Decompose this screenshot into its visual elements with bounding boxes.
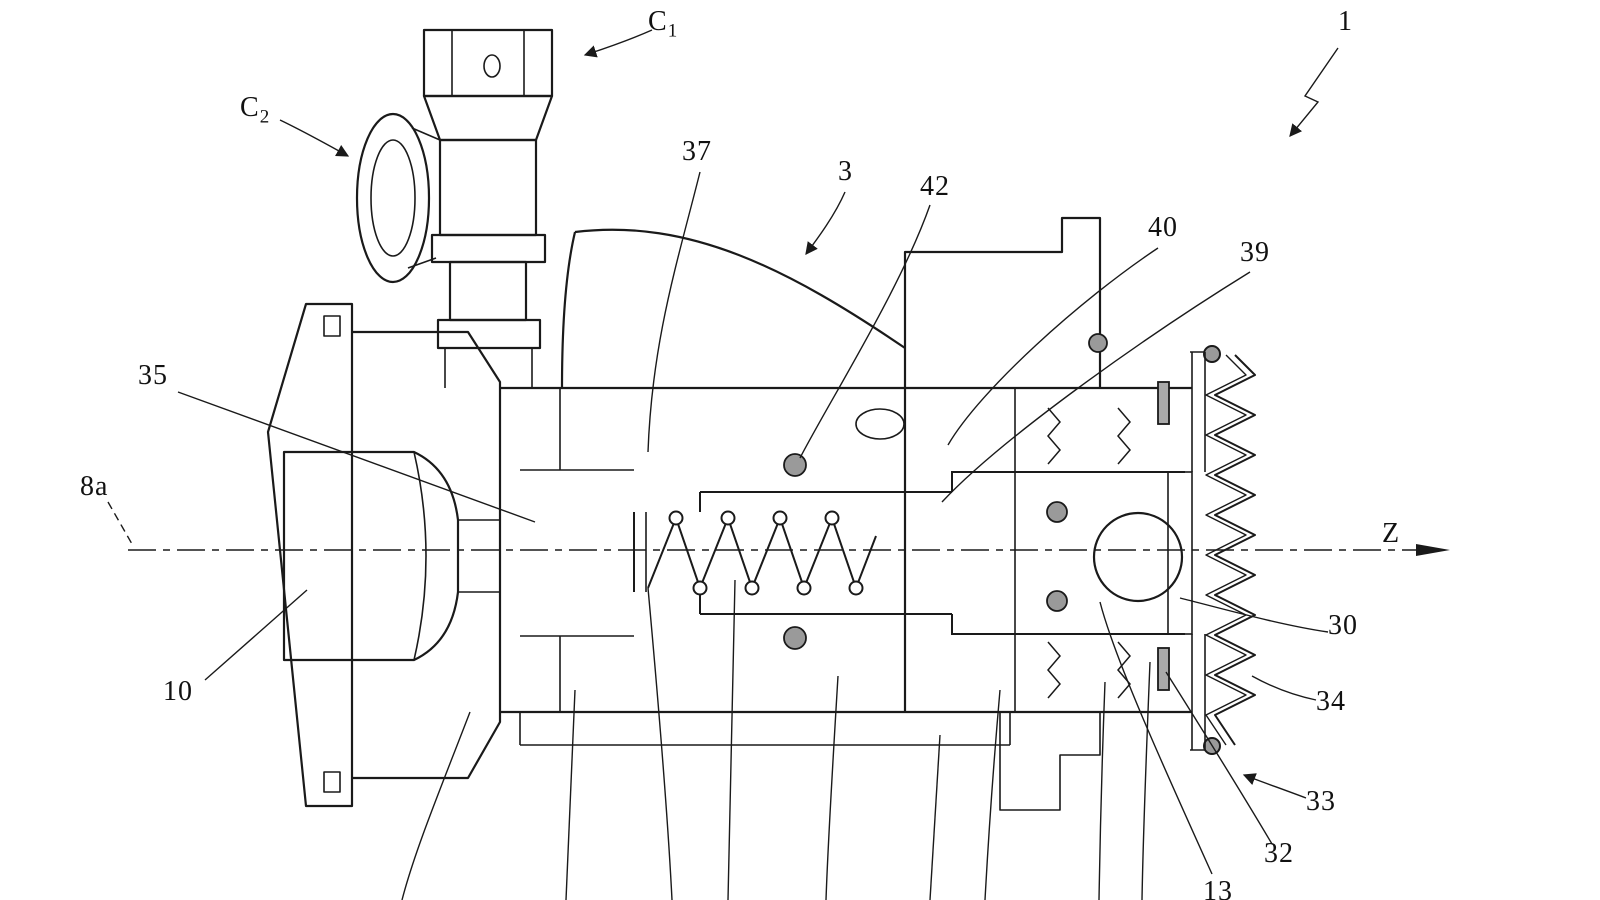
ref-label-35: 35: [138, 360, 168, 392]
ref-label-33: 33: [1306, 786, 1336, 818]
ref-label-40: 40: [1148, 212, 1178, 244]
leader-35: [177, 391, 536, 523]
ref-label-37: 37: [682, 136, 712, 168]
leader-3: [805, 191, 846, 256]
leader-34: [1251, 675, 1317, 701]
ref-label-8a: 8a: [80, 471, 108, 503]
cone-section: [560, 228, 906, 389]
leader-33: [1242, 773, 1307, 799]
ref-label-42: 42: [920, 171, 950, 203]
bellows-end-cap: [1203, 345, 1256, 755]
leader-39: [941, 271, 1251, 503]
ref-text: 37: [682, 136, 712, 167]
ref-text: 1: [1338, 6, 1353, 37]
ref-label-34: 34: [1316, 686, 1346, 718]
pin-lower: [1157, 647, 1170, 691]
ref-label-32: 32: [1264, 838, 1294, 870]
leader-1: [1289, 47, 1339, 137]
pin-upper: [1157, 381, 1170, 425]
ref-text: 42: [920, 171, 950, 202]
inlet-fitting: [422, 28, 554, 388]
ref-text: 30: [1328, 610, 1358, 641]
leader-13: [1099, 601, 1213, 875]
leader-8a: [107, 501, 133, 545]
ref-sub: 2: [259, 106, 271, 128]
leader-c2: [279, 119, 350, 157]
housing-body: [500, 216, 1212, 811]
ref-text: 13: [1203, 876, 1233, 900]
ref-text: 3: [838, 156, 853, 187]
ball-element: [1092, 511, 1184, 603]
clamp-ring: [355, 112, 441, 284]
leader-c1: [583, 29, 653, 58]
ref-text: 33: [1306, 786, 1336, 817]
bottom-leaders: [401, 579, 1151, 900]
left-end-cap: [266, 302, 502, 808]
ref-label-39: 39: [1240, 237, 1270, 269]
center-axis: [128, 544, 1450, 556]
ref-text: 8a: [80, 471, 109, 502]
ref-text: 10: [163, 676, 193, 707]
leader-37: [647, 171, 701, 453]
piston-rod: [633, 471, 1193, 635]
ref-text: 34: [1316, 686, 1346, 717]
ref-label-c2: C2: [240, 92, 270, 129]
small-springs: [1047, 407, 1131, 699]
leader-32: [1165, 671, 1273, 845]
leader-42: [799, 204, 931, 459]
ref-text: 32: [1264, 838, 1294, 869]
ref-label-1: 1: [1338, 6, 1353, 38]
ref-label-10: 10: [163, 676, 193, 708]
o-ring-lower: [783, 626, 807, 650]
ref-text: 35: [138, 360, 168, 391]
ref-text: C: [648, 6, 668, 37]
ref-label-3: 3: [838, 156, 853, 188]
ref-sub: 1: [667, 20, 679, 42]
axis-label-z: Z: [1382, 518, 1400, 550]
axis-arrow: [1416, 544, 1450, 556]
ref-text: Z: [1382, 518, 1401, 549]
ref-label-13: 13: [1203, 876, 1233, 900]
o-ring-top: [1088, 333, 1108, 353]
leader-30: [1179, 597, 1329, 633]
ref-label-c1: C1: [648, 6, 678, 43]
coil-spring: [647, 510, 877, 596]
leader-40: [947, 247, 1159, 446]
ref-label-30: 30: [1328, 610, 1358, 642]
o-ring-right-lower: [1046, 590, 1068, 612]
bellows-top-roll: [1203, 345, 1221, 363]
o-ring-right-upper: [1046, 501, 1068, 523]
leader-lines: [107, 29, 1339, 875]
o-ring-42: [783, 453, 807, 477]
o-rings: [783, 333, 1170, 691]
ref-text: C: [240, 92, 260, 123]
ref-text: 39: [1240, 237, 1270, 268]
ref-text: 40: [1148, 212, 1178, 243]
leader-10: [204, 589, 308, 681]
